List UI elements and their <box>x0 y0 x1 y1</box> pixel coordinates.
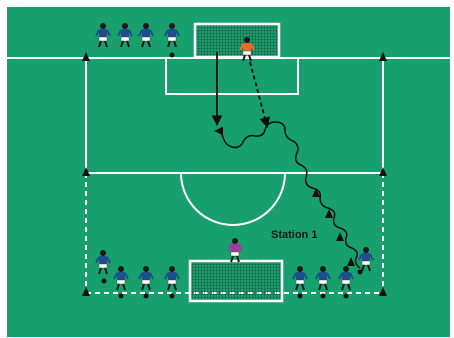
ball <box>298 294 303 299</box>
ball <box>144 294 149 299</box>
station-label: Station 1 <box>271 229 317 241</box>
ball <box>170 294 175 299</box>
ball <box>119 294 124 299</box>
goal-bottom <box>190 261 282 301</box>
ball <box>170 53 175 58</box>
ball <box>321 294 326 299</box>
goal-top <box>195 24 279 57</box>
ball <box>344 294 349 299</box>
ball <box>102 279 107 284</box>
